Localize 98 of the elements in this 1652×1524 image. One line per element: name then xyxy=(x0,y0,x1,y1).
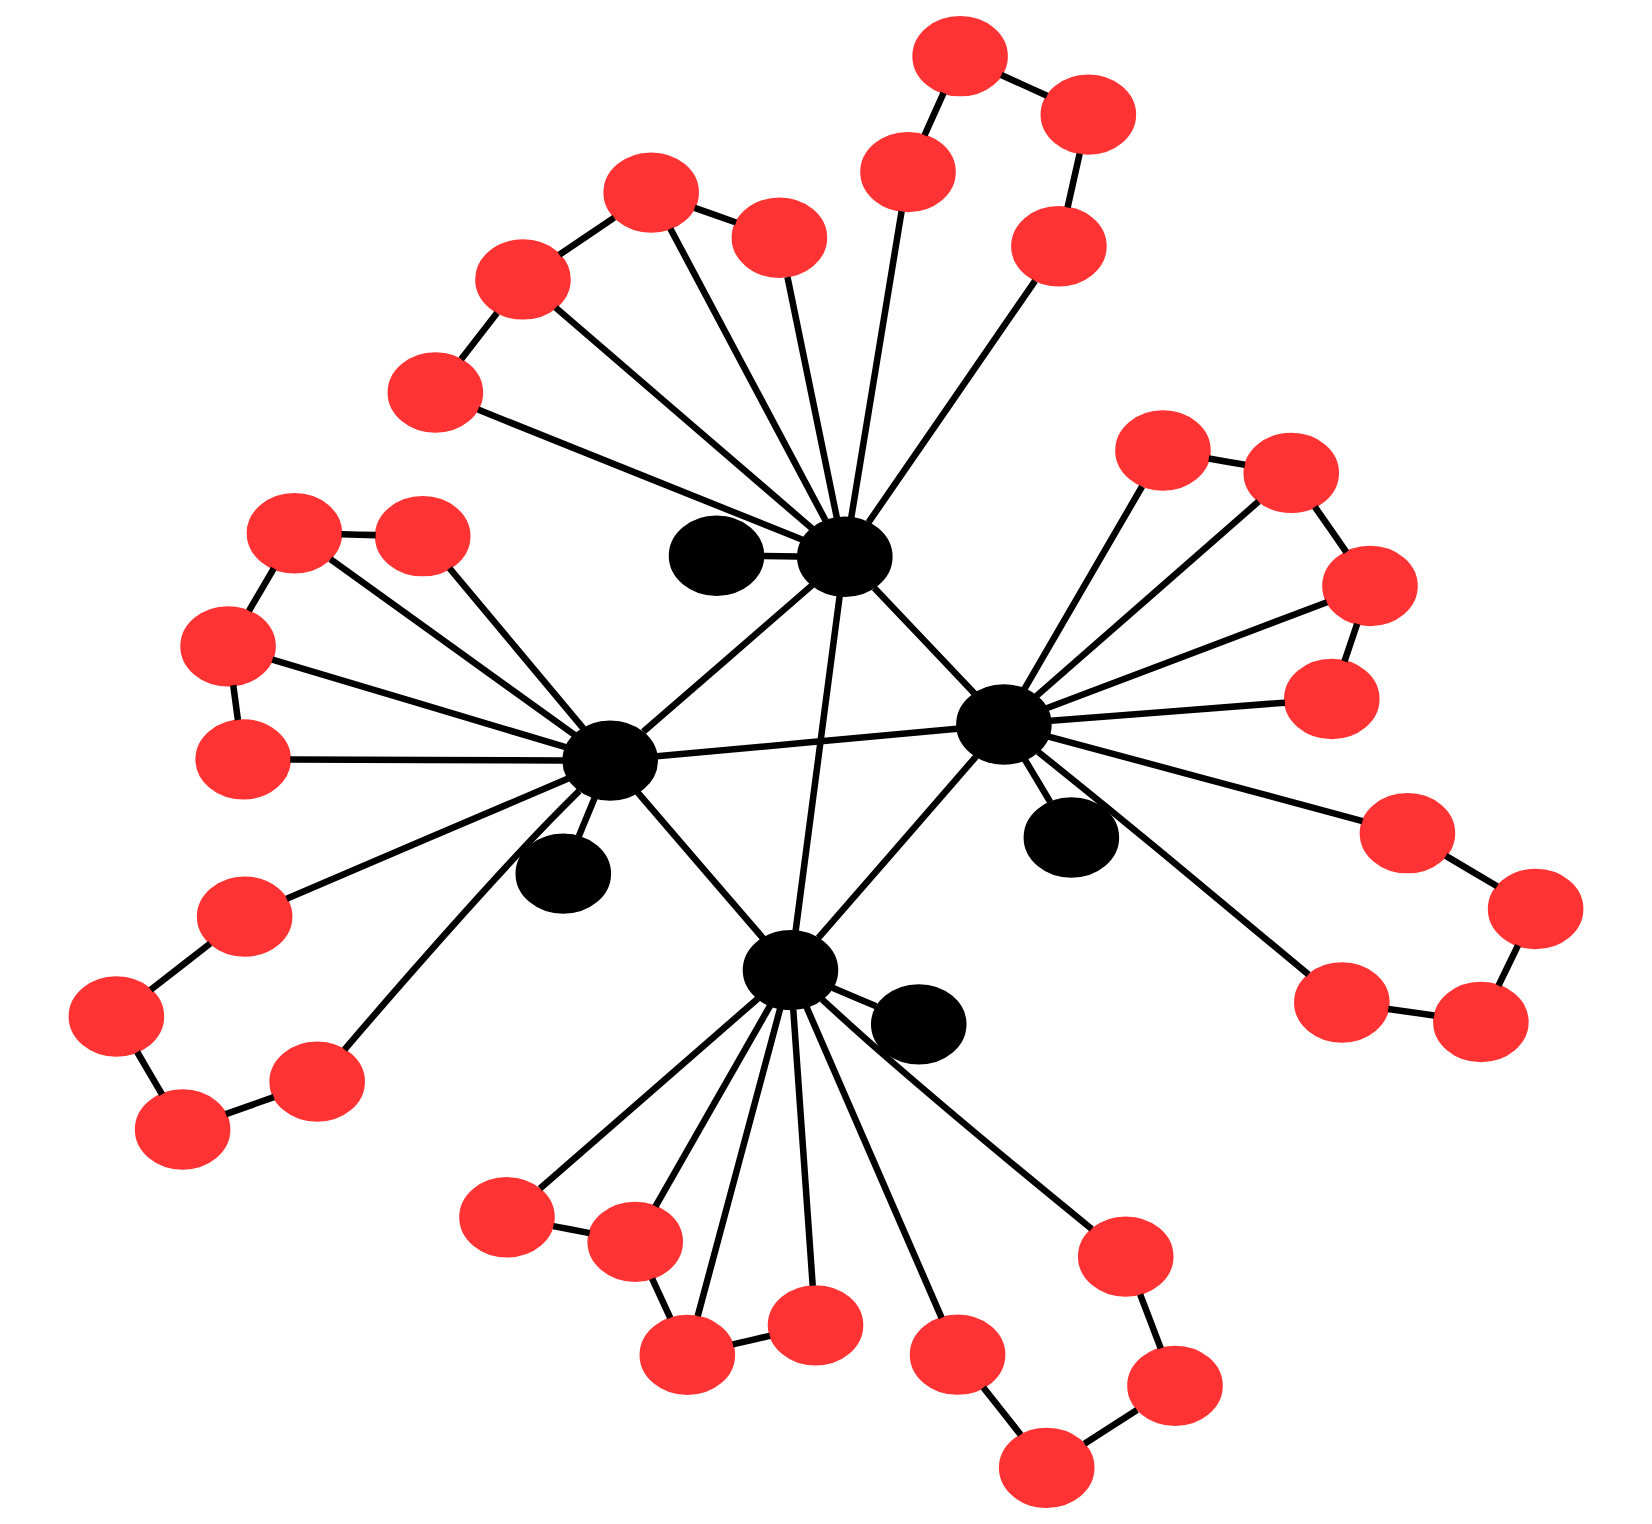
node-ellipse xyxy=(1433,981,1529,1063)
node-ellipse xyxy=(195,719,291,800)
connector xyxy=(999,71,1049,99)
node-ellipse xyxy=(1359,793,1456,874)
connector xyxy=(557,214,617,258)
connector xyxy=(476,406,804,543)
node-ellipse xyxy=(1023,797,1120,878)
node-ellipse xyxy=(1294,962,1390,1043)
connector xyxy=(848,210,905,519)
connector xyxy=(792,595,843,932)
connector xyxy=(341,531,376,539)
connector xyxy=(763,552,798,560)
node-ellipse xyxy=(998,1427,1095,1509)
node-ellipse xyxy=(1243,432,1340,514)
connector xyxy=(641,582,815,735)
node-ellipse xyxy=(668,515,765,596)
node-ellipse xyxy=(731,197,828,278)
connector xyxy=(831,984,878,1010)
connector xyxy=(652,1004,773,1208)
node-ellipse xyxy=(1040,74,1137,155)
connector xyxy=(649,1277,674,1320)
node-ellipse xyxy=(387,352,484,433)
node-ellipse xyxy=(860,131,956,213)
connector xyxy=(246,566,277,613)
connector xyxy=(134,1050,165,1097)
connector xyxy=(342,788,582,1052)
connector xyxy=(224,1094,275,1118)
node-ellipse xyxy=(459,1177,555,1258)
node-ellipse xyxy=(956,684,1052,765)
connector xyxy=(1495,943,1521,988)
node-ellipse xyxy=(767,1285,864,1366)
node-ellipse xyxy=(475,239,571,320)
node-ellipse xyxy=(603,152,699,233)
node-ellipse xyxy=(1127,1345,1223,1426)
connector xyxy=(1312,504,1350,554)
connector xyxy=(865,279,1038,525)
connector xyxy=(458,310,500,362)
connector xyxy=(1387,1005,1435,1019)
connector xyxy=(784,276,840,519)
connector xyxy=(656,725,958,760)
node-ellipse xyxy=(1077,1216,1174,1297)
node-ellipse xyxy=(515,833,612,914)
node-ellipse xyxy=(909,1314,1006,1395)
connector xyxy=(980,1385,1024,1437)
connector xyxy=(285,775,570,902)
connector xyxy=(1034,499,1261,699)
node-ellipse xyxy=(374,496,471,577)
node-ellipse xyxy=(1487,868,1584,950)
node-ellipse xyxy=(639,1314,736,1396)
connector xyxy=(1137,1293,1164,1350)
connector xyxy=(815,754,979,941)
connector xyxy=(328,556,577,738)
connector xyxy=(1082,1407,1139,1447)
connector xyxy=(693,204,738,226)
connector xyxy=(1208,455,1246,469)
node-ellipse xyxy=(742,929,839,1011)
node-ellipse xyxy=(1284,658,1380,740)
connector xyxy=(1444,853,1499,890)
connector xyxy=(230,684,242,721)
connector xyxy=(1341,622,1361,663)
connector xyxy=(819,997,1094,1232)
connector xyxy=(537,996,761,1191)
node-ellipse xyxy=(180,606,276,687)
connector xyxy=(148,940,213,993)
node-ellipse xyxy=(196,876,293,957)
connector xyxy=(553,305,815,532)
node-ellipse xyxy=(1115,410,1211,491)
node-ellipse xyxy=(912,15,1008,97)
connector xyxy=(552,1222,591,1237)
connector xyxy=(732,1332,771,1348)
node-ellipse xyxy=(1322,545,1418,627)
connector xyxy=(1022,757,1053,804)
node-ellipse xyxy=(134,1089,231,1170)
connector xyxy=(667,227,829,523)
node-ellipse xyxy=(587,1201,683,1282)
connector xyxy=(872,585,978,696)
connector xyxy=(1021,484,1145,691)
connector xyxy=(921,91,947,137)
connector xyxy=(1050,699,1286,725)
connector xyxy=(575,796,598,838)
node-ellipse xyxy=(1011,206,1107,287)
node-ellipse xyxy=(562,720,658,801)
connector xyxy=(1047,733,1364,825)
node-ellipse xyxy=(870,984,967,1065)
connector xyxy=(290,756,563,764)
connector xyxy=(1036,749,1311,977)
connector xyxy=(694,1007,784,1317)
node-ellipse xyxy=(68,976,165,1057)
connector xyxy=(803,1005,945,1320)
connector xyxy=(1045,599,1329,712)
node-ellipse xyxy=(246,493,343,574)
connector xyxy=(635,790,766,941)
connector xyxy=(790,1009,816,1286)
connector xyxy=(1064,152,1083,209)
node-ellipse xyxy=(797,516,893,597)
connector xyxy=(271,656,567,751)
node-ellipse xyxy=(269,1041,365,1122)
connector xyxy=(447,566,586,731)
